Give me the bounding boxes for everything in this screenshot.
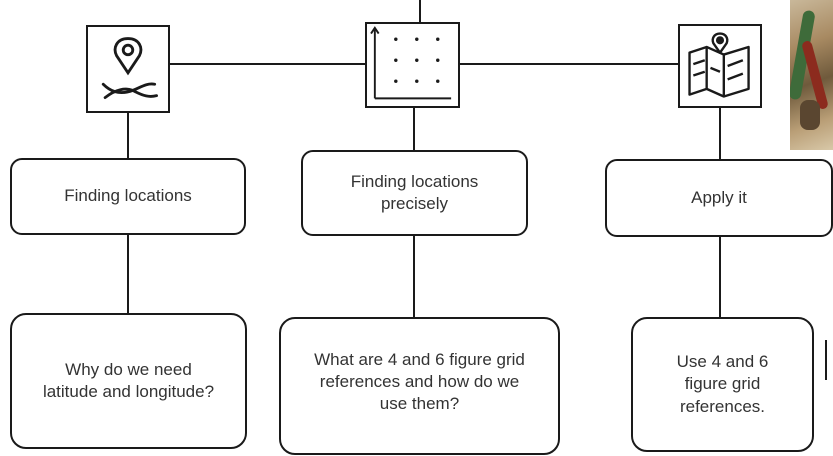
heading-box-3: Apply it xyxy=(605,159,833,237)
folded-map-pin-icon xyxy=(678,24,762,108)
heading-label: Finding locations xyxy=(64,186,192,206)
detail-text: Use 4 and 6 figure grid references. xyxy=(676,352,769,416)
detail-box-2: What are 4 and 6 figure grid references … xyxy=(279,317,560,455)
heading-box-2: Finding locations precisely xyxy=(301,150,528,236)
map-pin-cross-icon xyxy=(86,25,170,113)
detail-text: Why do we need latitude and longitude? xyxy=(42,359,215,401)
grid-reference-icon xyxy=(365,22,460,108)
detail-box-3: Use 4 and 6 figure grid references. xyxy=(631,317,814,452)
heading-box-1: Finding locations xyxy=(10,158,246,235)
detail-box-1: Why do we need latitude and longitude? xyxy=(10,313,247,449)
detail-text: What are 4 and 6 figure grid references … xyxy=(314,350,525,414)
heading-label: Apply it xyxy=(691,187,747,207)
heading-label: Finding locations precisely xyxy=(350,171,479,213)
artwork-image xyxy=(790,0,833,150)
